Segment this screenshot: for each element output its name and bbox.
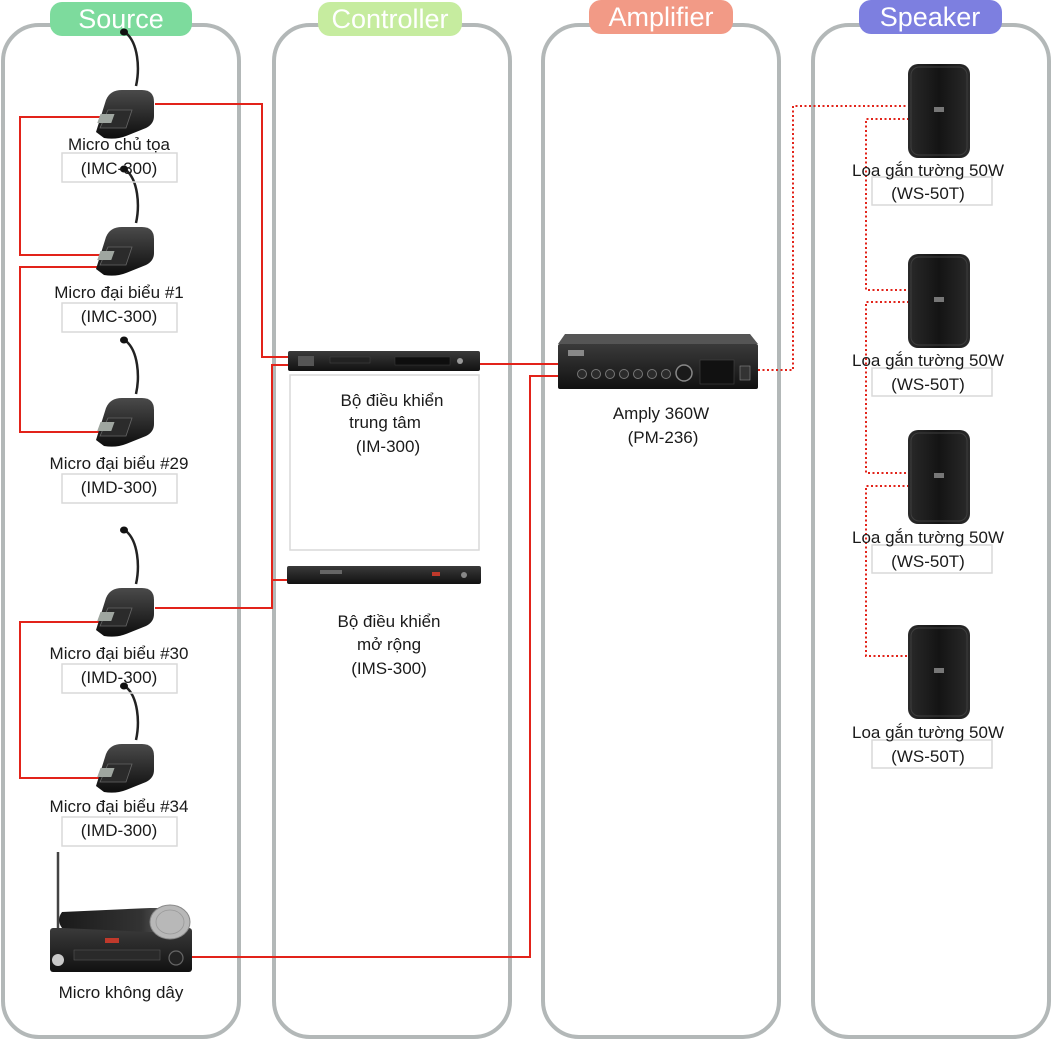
speaker-3-model: (WS-50T) <box>891 552 965 571</box>
delegate-30-mic-icon <box>94 525 156 638</box>
column-header-amplifier: Amplifier <box>589 0 733 34</box>
amplifier-panel <box>541 23 781 1039</box>
column-header-speaker: Speaker <box>859 0 1002 34</box>
speaker-1-icon <box>907 63 971 159</box>
speaker-2-model: (WS-50T) <box>891 375 965 394</box>
delegate-1-mic-model: (IMC-300) <box>81 307 158 326</box>
speaker-wiring <box>758 105 909 657</box>
speaker-3-icon <box>907 429 971 525</box>
chairman-mic-icon <box>94 27 156 140</box>
amplifier-model: (PM-236) <box>628 428 699 447</box>
column-title-source: Source <box>78 4 164 34</box>
speaker-4-icon <box>907 624 971 720</box>
central-controller-icon <box>288 351 480 371</box>
speaker-4-model: (WS-50T) <box>891 747 965 766</box>
speaker-2-name: Loa gắn tường 50W <box>852 351 1004 370</box>
extension-controller-model: (IMS-300) <box>351 659 427 678</box>
central-controller-line1: Bộ điều khiển <box>340 391 443 410</box>
wiring <box>19 103 558 958</box>
extension-controller-line2: mở rộng <box>357 635 421 654</box>
handheld-mic-icon <box>59 904 191 940</box>
delegate-29-mic-icon <box>94 335 156 448</box>
delegate-29-mic-name: Micro đại biểu #29 <box>50 454 189 473</box>
delegate-29-mic-model: (IMD-300) <box>81 478 158 497</box>
column-title-amplifier: Amplifier <box>608 2 713 32</box>
chairman-mic-model: (IMC-300) <box>81 159 158 178</box>
amplifier-name: Amply 360W <box>613 404 709 423</box>
wireless-mic-receiver-icon <box>50 852 192 972</box>
column-title-speaker: Speaker <box>880 2 981 32</box>
speaker-4-name: Loa gắn tường 50W <box>852 723 1004 742</box>
delegate-34-mic-name: Micro đại biểu #34 <box>50 797 189 816</box>
delegate-34-mic-icon <box>94 681 156 794</box>
central-controller-line2: trung tâm <box>349 413 421 432</box>
wireless-mic-name: Micro không dây <box>59 983 184 1002</box>
speaker-3-name: Loa gắn tường 50W <box>852 528 1004 547</box>
extension-controller-icon <box>287 566 481 584</box>
chairman-mic-name: Micro chủ tọa <box>68 135 171 154</box>
column-header-source: Source <box>50 2 192 36</box>
extension-controller-line1: Bộ điều khiển <box>337 612 440 631</box>
speaker-1-name: Loa gắn tường 50W <box>852 161 1004 180</box>
central-controller-model: (IM-300) <box>356 437 420 456</box>
column-header-controller: Controller <box>318 2 462 36</box>
delegate-30-mic-model: (IMD-300) <box>81 668 158 687</box>
amplifier-icon <box>558 334 758 389</box>
delegate-34-mic-model: (IMD-300) <box>81 821 158 840</box>
speaker-1-model: (WS-50T) <box>891 184 965 203</box>
central-controller-frame <box>289 374 480 551</box>
speaker-2-icon <box>907 253 971 349</box>
delegate-30-mic-name: Micro đại biểu #30 <box>50 644 189 663</box>
controller-panel <box>272 23 512 1039</box>
column-title-controller: Controller <box>331 4 448 34</box>
delegate-1-mic-name: Micro đại biểu #1 <box>54 283 183 302</box>
